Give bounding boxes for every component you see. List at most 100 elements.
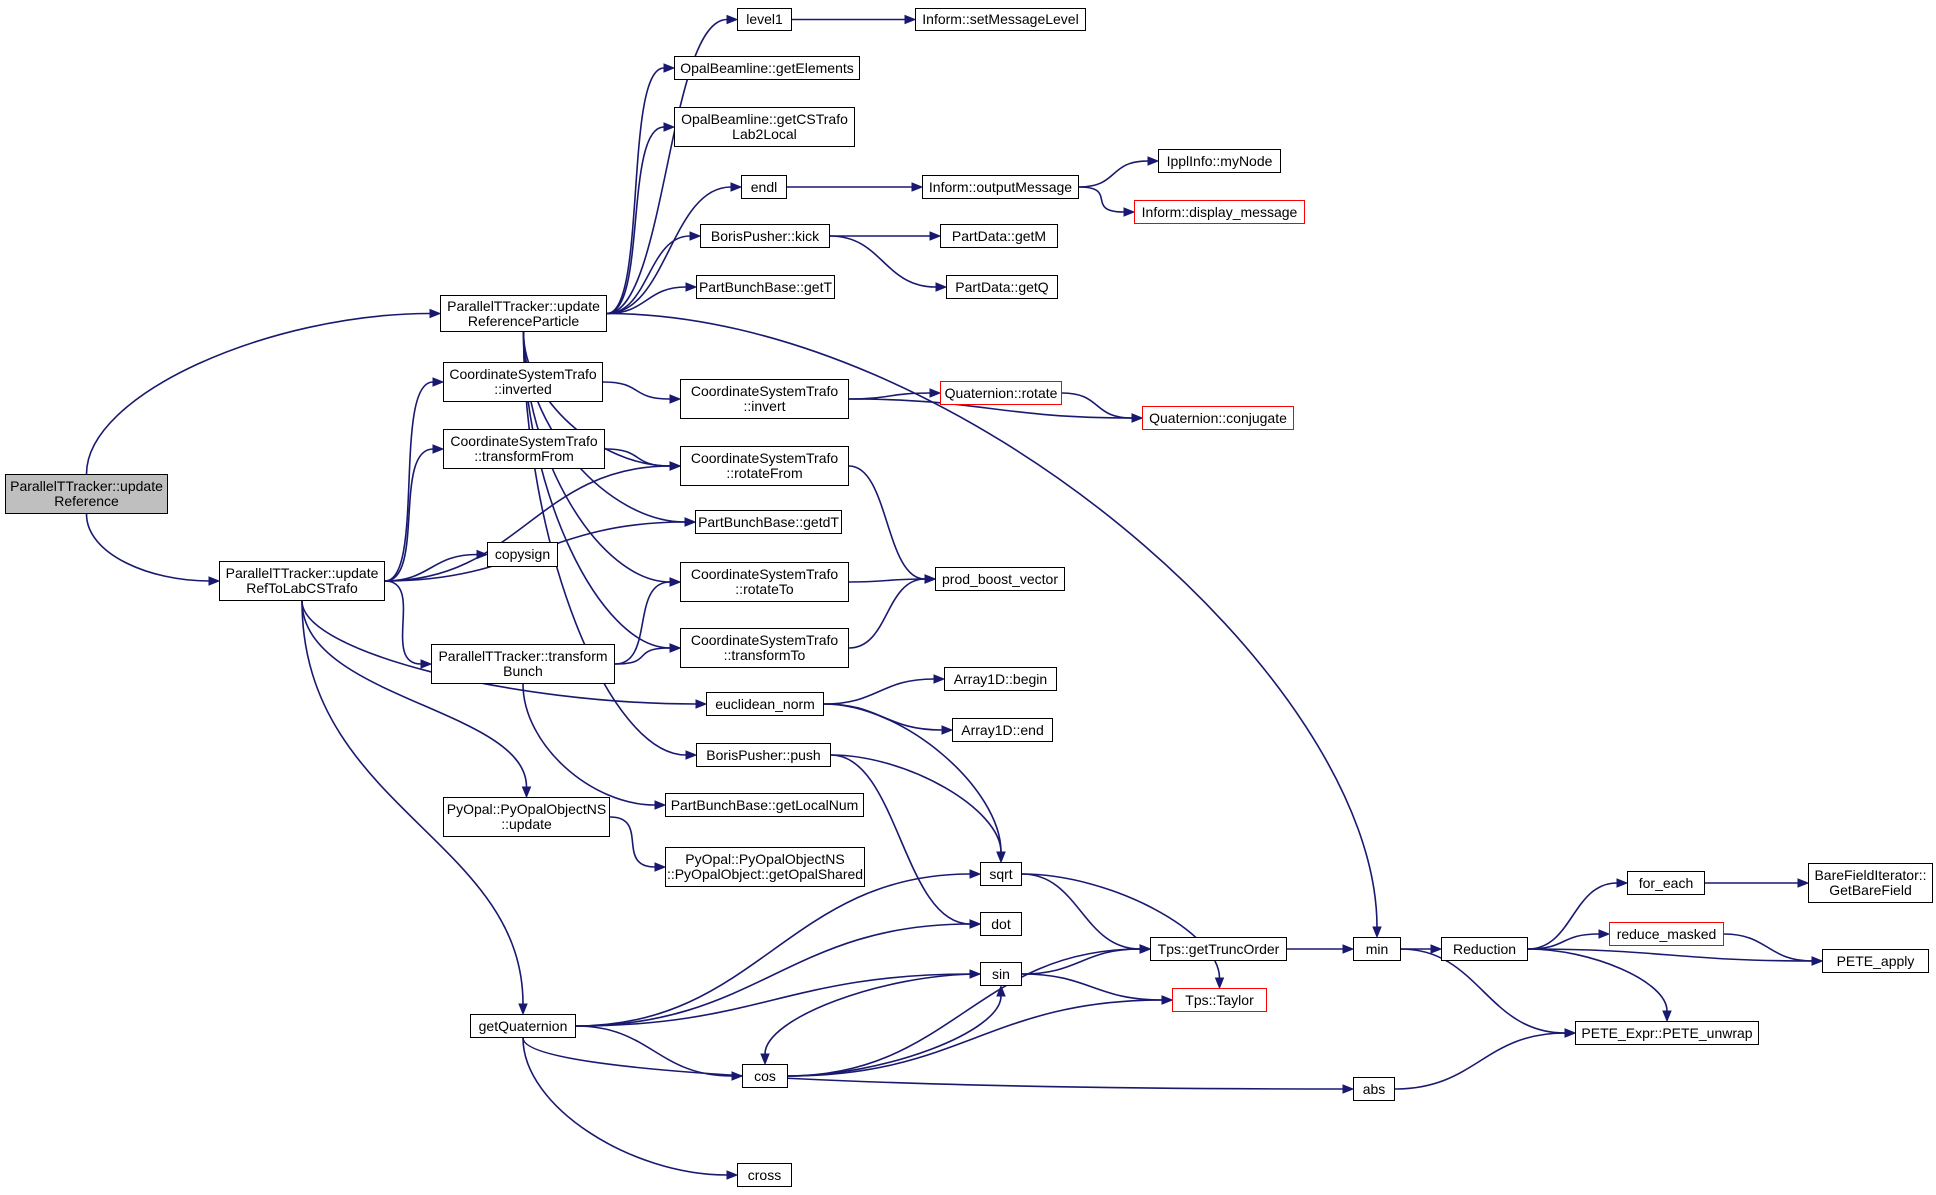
call-edge-update-ref-to-lab-to-transform-bunch xyxy=(384,580,422,665)
call-edge-get-quaternion-to-dot xyxy=(575,923,971,1027)
node-prod-boost[interactable]: prod_boost_vector xyxy=(935,567,1065,591)
node-cs-invert[interactable]: CoordinateSystemTrafo ::invert xyxy=(680,379,849,419)
node-pyopal-update[interactable]: PyOpal::PyOpalObjectNS ::update xyxy=(443,797,610,837)
node-update-ref-to-lab[interactable]: ParallelTTracker::update RefToLabCSTrafo xyxy=(219,561,385,601)
node-label: prod_boost_vector xyxy=(942,570,1058,587)
node-label: PartData::getM xyxy=(951,227,1047,244)
node-dot[interactable]: dot xyxy=(980,912,1022,936)
arrowhead-icon xyxy=(904,14,917,25)
node-label: CoordinateSystemTrafo ::transformTo xyxy=(690,632,839,663)
node-pyopal-shared[interactable]: PyOpal::PyOpalObjectNS ::PyOpalObject::g… xyxy=(665,847,865,887)
node-reduce-masked[interactable]: reduce_masked xyxy=(1609,922,1724,946)
node-cs-inverted[interactable]: CoordinateSystemTrafo ::inverted xyxy=(443,362,603,402)
arrowhead-icon xyxy=(685,282,698,292)
node-label: ParallelTTracker::update Reference xyxy=(10,478,163,509)
node-taylor[interactable]: Tps::Taylor xyxy=(1172,988,1267,1012)
node-transform-bunch[interactable]: ParallelTTracker::transform Bunch xyxy=(431,644,615,684)
node-pete-apply[interactable]: PETE_apply xyxy=(1822,949,1929,973)
node-my-node[interactable]: IpplInfo::myNode xyxy=(1158,149,1281,173)
node-for-each[interactable]: for_each xyxy=(1627,871,1705,895)
arrowhead-icon xyxy=(730,182,743,192)
node-quat-conjugate[interactable]: Quaternion::conjugate xyxy=(1142,406,1294,430)
call-edge-cs-inverted-to-cs-invert xyxy=(602,381,671,400)
call-edge-update-ref-to-lab-to-pyopal-update xyxy=(301,600,528,788)
node-label: PyOpal::PyOpalObjectNS ::PyOpalObject::g… xyxy=(666,851,864,882)
call-edge-update-reference-to-update-ref-to-lab xyxy=(85,513,210,582)
call-edge-sqrt-to-taylor xyxy=(1021,873,1221,979)
node-array-end[interactable]: Array1D::end xyxy=(952,718,1053,742)
call-edge-pyopal-update-to-pyopal-shared xyxy=(609,816,656,868)
node-level1[interactable]: level1 xyxy=(737,8,792,31)
node-cs-rotate-to[interactable]: CoordinateSystemTrafo ::rotateTo xyxy=(680,562,849,602)
node-get-t[interactable]: PartBunchBase::getT xyxy=(696,275,835,299)
node-cs-transform-from[interactable]: CoordinateSystemTrafo ::transformFrom xyxy=(443,429,605,469)
call-edge-reduce-masked-to-pete-apply xyxy=(1723,933,1813,962)
arrowhead-icon xyxy=(663,63,676,73)
node-get-q[interactable]: PartData::getQ xyxy=(946,275,1058,299)
node-copysign[interactable]: copysign xyxy=(487,542,558,567)
node-output-message[interactable]: Inform::outputMessage xyxy=(922,175,1079,199)
node-update-ref-particle[interactable]: ParallelTTracker::update ReferencePartic… xyxy=(440,295,607,332)
node-endl[interactable]: endl xyxy=(741,175,787,199)
node-get-elements[interactable]: OpalBeamline::getElements xyxy=(674,56,860,80)
node-label: Quaternion::conjugate xyxy=(1149,409,1287,426)
call-edge-reduction-to-pete-unwrap xyxy=(1527,948,1668,1012)
arrowhead-icon xyxy=(1123,207,1136,217)
arrowhead-icon xyxy=(654,800,667,810)
arrowhead-icon xyxy=(429,308,442,319)
node-update-reference[interactable]: ParallelTTracker::update Reference xyxy=(5,474,168,514)
node-get-m[interactable]: PartData::getM xyxy=(940,224,1058,248)
arrowhead-icon xyxy=(929,388,942,398)
arrowhead-icon xyxy=(1372,926,1382,939)
arrowhead-icon xyxy=(1131,413,1144,423)
node-set-message-level[interactable]: Inform::setMessageLevel xyxy=(915,8,1086,31)
node-euclidean-norm[interactable]: euclidean_norm xyxy=(706,692,824,716)
arrowhead-icon xyxy=(684,517,697,527)
node-cos[interactable]: cos xyxy=(742,1064,788,1088)
node-sqrt[interactable]: sqrt xyxy=(980,862,1022,886)
call-edge-update-ref-to-lab-to-euclidean-norm xyxy=(301,600,697,705)
node-cs-transform-to[interactable]: CoordinateSystemTrafo ::transformTo xyxy=(680,628,849,668)
node-label: Tps::Taylor xyxy=(1185,991,1254,1008)
arrowhead-icon xyxy=(1598,929,1611,939)
arrowhead-icon xyxy=(669,394,682,404)
node-cs-rotate-from[interactable]: CoordinateSystemTrafo ::rotateFrom xyxy=(680,446,849,486)
arrowhead-icon xyxy=(669,577,682,587)
node-label: PartBunchBase::getT xyxy=(698,278,833,295)
node-reduction[interactable]: Reduction xyxy=(1441,937,1528,961)
node-get-trunc-order[interactable]: Tps::getTruncOrder xyxy=(1150,937,1287,961)
node-cross[interactable]: cross xyxy=(737,1163,792,1187)
node-get-dt[interactable]: PartBunchBase::getdT xyxy=(695,510,842,534)
node-boris-push[interactable]: BorisPusher::push xyxy=(696,743,831,767)
arrowhead-icon xyxy=(669,461,682,471)
node-label: Tps::getTruncOrder xyxy=(1157,940,1280,957)
arrowhead-icon xyxy=(1797,878,1810,888)
node-get-cs-trafo[interactable]: OpalBeamline::getCSTrafo Lab2Local xyxy=(674,107,855,147)
call-edge-output-message-to-display-message xyxy=(1078,186,1125,213)
call-edge-boris-kick-to-get-q xyxy=(829,235,937,288)
node-bare-field[interactable]: BareFieldIterator:: GetBareField xyxy=(1808,863,1933,903)
node-pete-unwrap[interactable]: PETE_Expr::PETE_unwrap xyxy=(1575,1021,1759,1045)
node-label: cross xyxy=(747,1166,782,1183)
call-edge-update-ref-particle-to-cs-rotate-from xyxy=(522,331,671,467)
node-min[interactable]: min xyxy=(1353,937,1401,961)
node-quat-rotate[interactable]: Quaternion::rotate xyxy=(940,381,1062,405)
node-label: copysign xyxy=(494,546,551,562)
arrowhead-icon xyxy=(969,919,982,929)
node-get-local-num[interactable]: PartBunchBase::getLocalNum xyxy=(665,793,864,817)
node-abs[interactable]: abs xyxy=(1353,1077,1395,1101)
node-boris-kick[interactable]: BorisPusher::kick xyxy=(700,224,830,248)
node-get-quaternion[interactable]: getQuaternion xyxy=(470,1014,576,1038)
node-sin[interactable]: sin xyxy=(980,962,1022,986)
node-array-begin[interactable]: Array1D::begin xyxy=(944,667,1057,691)
node-display-message[interactable]: Inform::display_message xyxy=(1134,200,1305,224)
call-edge-update-ref-particle-to-boris-push xyxy=(522,331,687,756)
arrowhead-icon xyxy=(1214,977,1225,990)
call-edge-cs-invert-to-quat-rotate xyxy=(848,392,931,400)
arrowhead-icon xyxy=(695,699,708,709)
call-edge-cos-to-get-trunc-order xyxy=(787,948,1141,1077)
arrowhead-icon xyxy=(518,1003,528,1016)
node-label: euclidean_norm xyxy=(715,695,815,712)
node-label: ParallelTTracker::transform Bunch xyxy=(438,648,608,679)
